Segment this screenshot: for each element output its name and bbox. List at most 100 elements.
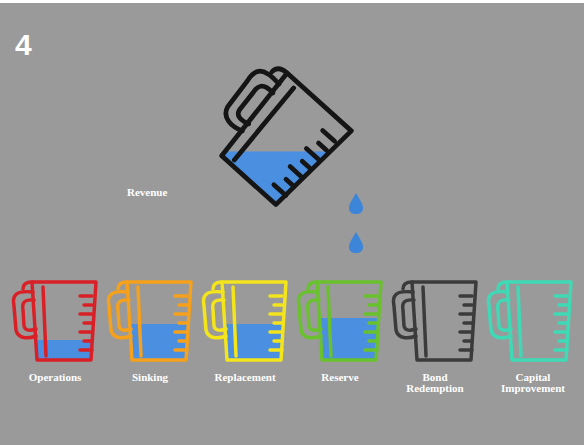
- pitcher-outline: [460, 348, 472, 352]
- pitcher-outline: [290, 167, 302, 178]
- pitcher-outline: [559, 339, 567, 343]
- pitcher-outline: [403, 282, 412, 289]
- pitcher-outline: [460, 330, 472, 334]
- fund-pitcher: Operations: [8, 276, 102, 401]
- pitcher-outline: [23, 300, 36, 330]
- pitcher-outline: [286, 179, 294, 186]
- pitcher-outline: [555, 348, 567, 352]
- pitcher-icon: [0, 282, 310, 445]
- fund-pitcher: Reserve: [293, 276, 387, 401]
- fund-label: Bond Redemption: [398, 372, 472, 394]
- pitcher-outline: [298, 292, 321, 338]
- fund-label: Revenue: [127, 187, 197, 198]
- pitcher-outline: [80, 312, 92, 316]
- pitcher-outline: [80, 294, 92, 298]
- water-drop: [349, 232, 363, 253]
- pitcher-outline: [118, 282, 127, 289]
- water-level: [0, 151, 584, 445]
- pitcher-outline: [507, 282, 571, 360]
- pitcher-outline: [138, 287, 141, 356]
- pitcher-outline: [460, 312, 472, 316]
- pitcher-outline: [488, 292, 511, 338]
- pitcher-outline: [270, 294, 282, 298]
- pitcher-outline: [308, 282, 317, 289]
- pitcher-shape: [118, 60, 368, 225]
- pitcher-outline: [393, 292, 416, 338]
- fund-pitcher: Bond Redemption: [388, 276, 482, 401]
- pitcher-outline: [270, 312, 282, 316]
- pitcher-outline: [518, 287, 521, 356]
- pitcher-outline: [231, 88, 296, 160]
- pitcher-outline: [13, 292, 36, 338]
- pitcher-outline: [306, 149, 318, 160]
- pitcher-icon: [393, 282, 476, 360]
- fund-label: Reserve: [303, 372, 377, 383]
- pitcher-outline: [84, 339, 92, 343]
- pitcher-outline: [233, 287, 236, 356]
- pitcher-outline: [559, 321, 567, 325]
- pitcher-outline: [175, 330, 187, 334]
- pitcher-outline: [365, 348, 377, 352]
- pitcher-outline: [84, 321, 92, 325]
- pitcher-outline: [464, 339, 472, 343]
- pitcher-outline: [179, 321, 187, 325]
- fund-pitcher: Replacement: [198, 276, 292, 401]
- pitcher-outline: [369, 339, 377, 343]
- pitcher-outline: [32, 282, 96, 360]
- pitcher-outline: [412, 282, 476, 360]
- pitcher-outline: [403, 300, 416, 330]
- pitcher-outline: [365, 294, 377, 298]
- pitcher-outline: [127, 282, 191, 360]
- pitcher-icon: [0, 282, 405, 445]
- pitcher-outline: [175, 348, 187, 352]
- pitcher-outline: [274, 303, 282, 307]
- pitcher-icon: [0, 282, 500, 445]
- pitcher-outline: [369, 321, 377, 325]
- pitcher-outline: [43, 287, 46, 356]
- pitcher-outline: [222, 282, 286, 360]
- pitcher-outline: [365, 312, 377, 316]
- pitcher-outline: [498, 282, 507, 289]
- water-drop: [349, 193, 363, 214]
- pitcher-outline: [213, 300, 226, 330]
- pitcher-outline: [555, 294, 567, 298]
- pitcher-outline: [80, 330, 92, 334]
- pitcher-outline: [118, 300, 131, 330]
- top-border: [0, 0, 584, 3]
- pitcher-outline: [464, 303, 472, 307]
- pitcher-outline: [365, 330, 377, 334]
- pitcher-outline: [179, 339, 187, 343]
- pitcher-icon: [95, 282, 584, 445]
- pitcher-outline: [218, 66, 282, 133]
- pitcher-outline: [270, 348, 282, 352]
- pitcher-outline: [80, 348, 92, 352]
- pitcher-outline: [555, 330, 567, 334]
- pitcher-outline: [270, 330, 282, 334]
- pitcher-outline: [84, 303, 92, 307]
- pitcher-outline: [274, 185, 286, 196]
- pitcher-outline: [317, 282, 381, 360]
- fund-label: Operations: [18, 372, 92, 383]
- pitcher-outline: [175, 294, 187, 298]
- pitcher-outline: [328, 287, 331, 356]
- fund-label: Sinking: [113, 372, 187, 383]
- pitcher-outline: [308, 300, 321, 330]
- fund-label: Replacement: [208, 372, 282, 383]
- pitcher-outline: [175, 312, 187, 316]
- fund-pitcher: Capital Improvement: [483, 276, 577, 401]
- source-pitcher: Revenue: [118, 60, 368, 225]
- pitcher-outline: [323, 130, 335, 141]
- pitcher-outline: [369, 303, 377, 307]
- pitcher-outline: [559, 303, 567, 307]
- pitcher-outline: [319, 143, 327, 150]
- pitcher-outline: [108, 292, 131, 338]
- pitcher-icon: [488, 282, 571, 360]
- pitcher-outline: [203, 292, 226, 338]
- pitcher-outline: [274, 339, 282, 343]
- pitcher-outline: [423, 287, 426, 356]
- pitcher-outline: [179, 303, 187, 307]
- fund-pitcher: Sinking: [103, 276, 197, 401]
